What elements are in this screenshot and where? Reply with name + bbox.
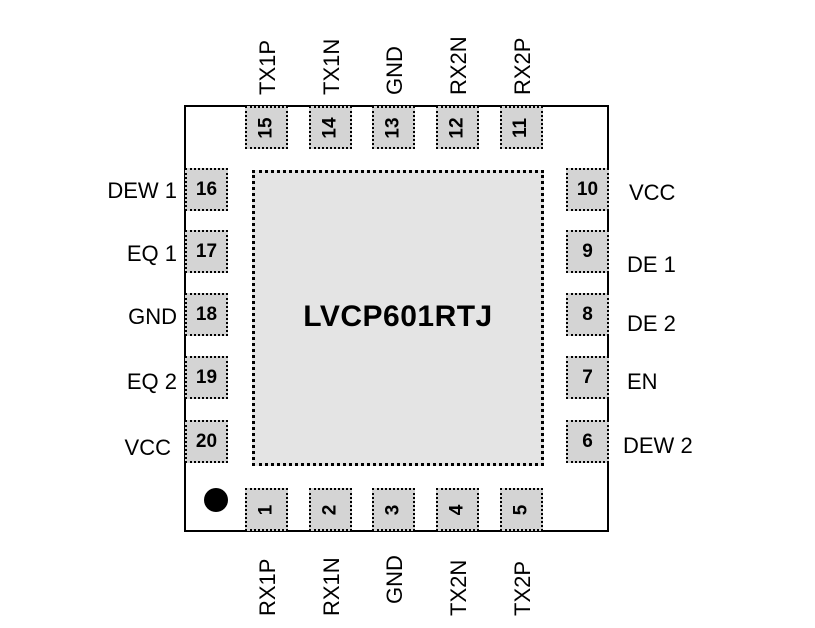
pin-number: 9 [582, 240, 593, 262]
pin-left-5: 20 [185, 420, 228, 463]
pin-number: 18 [195, 303, 218, 325]
pin-number: 4 [446, 504, 468, 515]
pin-signal-right: DE 1 [627, 252, 676, 277]
pin-signal-right: VCC [629, 180, 676, 205]
pin-signal-top: GND [382, 46, 407, 95]
pin-number: 17 [195, 240, 218, 262]
pin-signal-left: DEW 1 [107, 178, 177, 203]
pin-signal-bottom: TX2N [446, 559, 471, 616]
pin-signal-bottom: RX1P [255, 558, 280, 616]
pin-left-1: 16 [185, 168, 228, 211]
pin-top-2: 14 [309, 106, 352, 149]
pin-number: 8 [582, 303, 593, 325]
thermal-pad [252, 170, 544, 466]
pin-signal-bottom: GND [382, 555, 407, 604]
pin-top-3: 13 [372, 106, 415, 149]
pin-number: 11 [510, 117, 532, 138]
pin-signal-top: RX2N [446, 36, 471, 95]
pin-bottom-2: 2 [309, 488, 352, 531]
pin-number: 6 [582, 430, 593, 452]
pin-signal-top: TX1P [255, 39, 280, 95]
pin-number: 5 [510, 504, 532, 515]
pin-top-1: 15 [245, 106, 288, 149]
pin-number: 2 [319, 504, 341, 515]
pin-right-2: 9 [566, 230, 609, 273]
pin1-indicator-dot [204, 488, 228, 512]
pin-left-2: 17 [185, 230, 228, 273]
pin-bottom-4: 4 [436, 488, 479, 531]
pin-number: 1 [255, 504, 277, 515]
pin-signal-right: DE 2 [627, 311, 676, 336]
pin-top-5: 11 [500, 106, 543, 149]
pin-signal-top: RX2P [510, 37, 535, 95]
pin-right-5: 6 [566, 420, 609, 463]
pin-number: 16 [195, 178, 218, 200]
pin-bottom-5: 5 [500, 488, 543, 531]
pin-number: 14 [319, 116, 341, 139]
pin-number: 10 [576, 178, 599, 200]
pin-signal-bottom: TX2P [510, 560, 535, 616]
pin-left-3: 18 [185, 293, 228, 336]
pin-number: 3 [382, 504, 404, 515]
pin-number: 13 [382, 116, 404, 139]
pin-bottom-1: 1 [245, 488, 288, 531]
pin-top-4: 12 [436, 106, 479, 149]
chip-name: LVCP601RTJ [303, 300, 493, 333]
pin-signal-right: EN [627, 369, 658, 394]
pin-signal-top: TX1N [319, 38, 344, 95]
pin-number: 7 [582, 366, 593, 388]
pin-signal-right: DEW 2 [623, 433, 693, 458]
pin-signal-left: EQ 2 [126, 369, 177, 394]
pin-number: 20 [195, 430, 218, 452]
pin-right-4: 7 [566, 356, 609, 399]
pin-bottom-3: 3 [372, 488, 415, 531]
pin-number: 19 [195, 366, 218, 388]
pin-left-4: 19 [185, 356, 228, 399]
pin-right-3: 8 [566, 293, 609, 336]
pin-number: 12 [446, 116, 468, 139]
pin-right-1: 10 [566, 168, 609, 211]
pin-signal-left: GND [128, 304, 177, 329]
pin-signal-bottom: RX1N [319, 557, 344, 616]
pin-signal-left: EQ 1 [126, 241, 177, 266]
pin-signal-left: VCC [124, 435, 171, 460]
pin-number: 15 [255, 116, 277, 139]
